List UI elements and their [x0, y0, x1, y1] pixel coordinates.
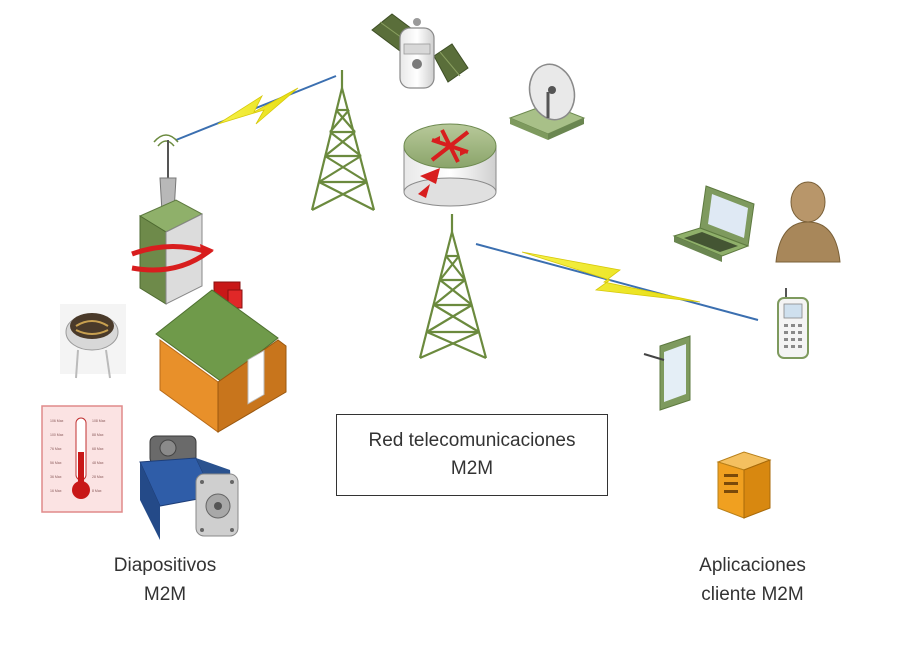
mobile-phone-icon [777, 288, 809, 359]
server-icon [716, 451, 772, 519]
scale-label: 68 Max [92, 447, 104, 451]
network-label-box: Red telecomunicaciones M2M [336, 414, 608, 496]
devices-label-line2: M2M [143, 584, 187, 605]
laptop-icon [672, 185, 755, 262]
scale-label: 88 Max [92, 433, 104, 437]
devices-label: Diapositivos M2M [75, 551, 255, 609]
servo-motor-icon [139, 435, 239, 540]
scale-label: 108 Max [92, 419, 106, 423]
scale-label: 76 Max [50, 447, 62, 451]
user-icon [775, 181, 841, 263]
device-antenna-icon [131, 134, 214, 305]
network-label-line2: M2M [450, 458, 494, 479]
scale-label: 16 Max [50, 489, 62, 493]
scale-label: 8 Max [92, 489, 102, 493]
radio-tower-icon [310, 70, 376, 211]
devices-label-line1: Diapositivos [113, 555, 217, 576]
scale-label: 100 Max [50, 433, 64, 437]
wireless-link-right [475, 243, 759, 321]
scale-label: 48 Max [92, 461, 104, 465]
router-icon [403, 123, 497, 207]
satellite-icon [371, 13, 469, 89]
network-label-line1: Red telecomunicaciones [368, 430, 576, 451]
light-sensor-icon [60, 304, 126, 379]
radio-tower-icon [418, 214, 488, 360]
applications-label-line2: cliente M2M [701, 584, 804, 605]
scale-label: 28 Max [92, 475, 104, 479]
thermometer-icon: 106 Max 100 Max 76 Max 56 Max 36 Max 16 … [41, 405, 123, 513]
scale-label: 106 Max [50, 419, 64, 423]
house-icon [155, 289, 287, 433]
scale-label: 56 Max [50, 461, 62, 465]
applications-label: Aplicaciones cliente M2M [655, 551, 850, 609]
satellite-dish-icon [508, 63, 586, 140]
tablet-icon [643, 335, 691, 411]
scale-label: 36 Max [50, 475, 62, 479]
applications-label-line1: Aplicaciones [699, 555, 806, 576]
wireless-link-left [175, 75, 337, 141]
